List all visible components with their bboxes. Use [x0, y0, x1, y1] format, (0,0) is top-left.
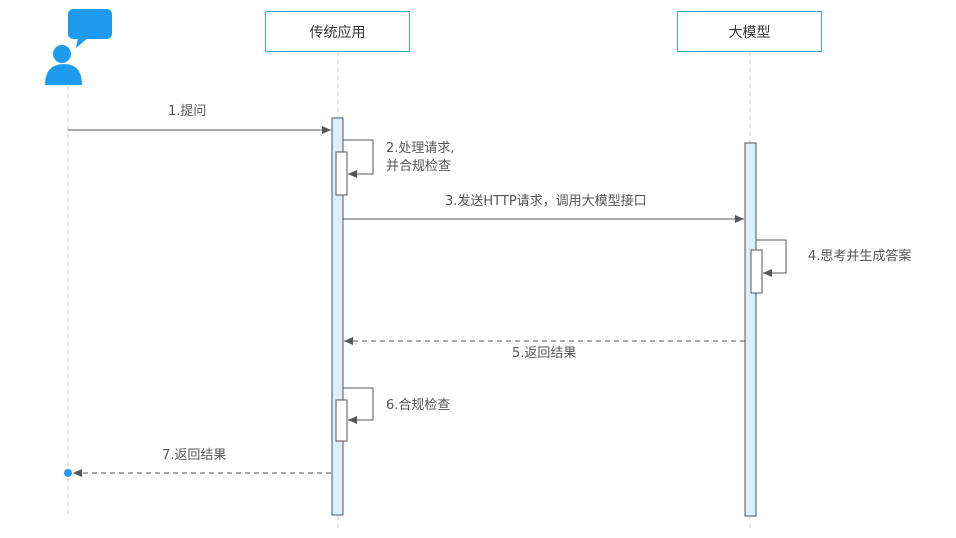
message-6-arrow: [343, 387, 374, 424]
participant-model: 大模型: [677, 11, 822, 52]
participant-model-label: 大模型: [728, 24, 771, 41]
participant-app: 传统应用: [265, 11, 410, 52]
activation-app-check: [335, 399, 348, 442]
activation-model-main: [744, 142, 757, 517]
message-2-label: 2.处理请求, 并合规检查: [386, 140, 455, 176]
message-2-arrow: [343, 139, 374, 178]
message-4-arrow: [756, 239, 787, 277]
activation-model-think: [750, 249, 763, 294]
user-chat-icon: [45, 9, 112, 85]
message-4-label: 4.思考并生成答案: [808, 249, 912, 264]
message-3-label: 3.发送HTTP请求，调用大模型接口: [445, 194, 647, 209]
message-7-endpoint: [64, 469, 72, 477]
message-2-label-line2: 并合规检查: [386, 159, 452, 174]
message-6-label: 6.合规检查: [386, 398, 451, 413]
message-5-label: 5.返回结果: [512, 346, 577, 361]
message-1-label: 1.提问: [168, 104, 207, 119]
activation-app-main: [331, 117, 344, 516]
activation-app-process: [335, 151, 348, 196]
message-2-label-line1: 2.处理请求,: [386, 141, 455, 156]
message-7-label: 7.返回结果: [162, 448, 227, 463]
participant-app-label: 传统应用: [309, 24, 366, 41]
